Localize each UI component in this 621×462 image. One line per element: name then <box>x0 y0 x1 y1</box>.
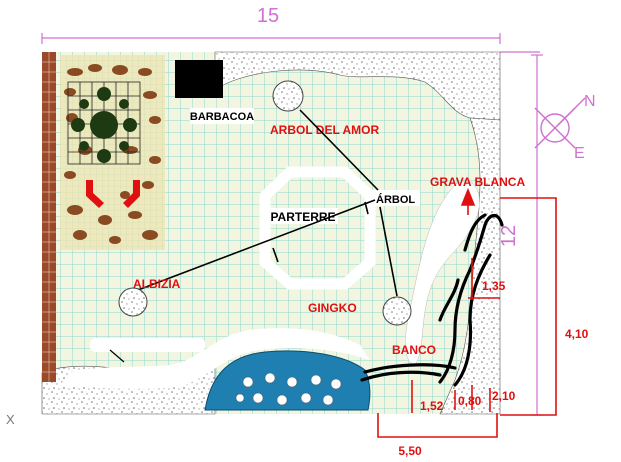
barbecue-block <box>175 60 223 98</box>
dim-2-10: 2,10 <box>492 389 516 403</box>
bench-outline <box>360 213 504 387</box>
dim-1-52: 1,52 <box>420 399 444 413</box>
label-gingko: GINGKO <box>308 301 357 315</box>
label-banco: BANCO <box>392 343 436 357</box>
dim-0-80: 0,80 <box>458 394 482 408</box>
white-gravel-patch <box>405 180 480 366</box>
chair-icon <box>86 180 104 208</box>
corner-mark: X <box>6 412 15 427</box>
compass-east: E <box>574 145 585 162</box>
label-arbol-del-amor: ARBOL DEL AMOR <box>270 123 379 137</box>
bark-patch <box>60 55 165 250</box>
label-barbacoa: BARBACOA <box>190 111 254 123</box>
white-path <box>60 328 370 389</box>
dim-5-50: 5,50 <box>398 444 422 458</box>
dim-4-10: 4,10 <box>565 327 589 341</box>
label-parterre: PARTERRE <box>270 210 335 224</box>
compass-north: N <box>584 93 596 110</box>
red-dimensions <box>377 187 557 438</box>
tree-arbol-del-amor <box>272 80 304 112</box>
label-arbol: ÁRBOL <box>376 193 415 206</box>
height-dimension: 12 <box>498 225 520 247</box>
tree-gingko <box>382 296 412 326</box>
dim-1-35: 1,35 <box>482 279 506 293</box>
gravel-top <box>214 51 501 121</box>
pond-stones <box>235 372 342 406</box>
compass-icon <box>534 97 586 149</box>
leader-lines <box>137 109 398 297</box>
brick-wall <box>42 52 56 382</box>
label-albizia: ALBIZIA <box>133 277 181 291</box>
label-grava-blanca: GRAVA BLANCA <box>430 175 525 189</box>
width-dimension: 15 <box>257 5 279 27</box>
tree-albizia <box>118 287 148 317</box>
parterre-ring <box>259 166 376 290</box>
table-top <box>90 111 118 139</box>
chair-icon <box>123 180 140 208</box>
